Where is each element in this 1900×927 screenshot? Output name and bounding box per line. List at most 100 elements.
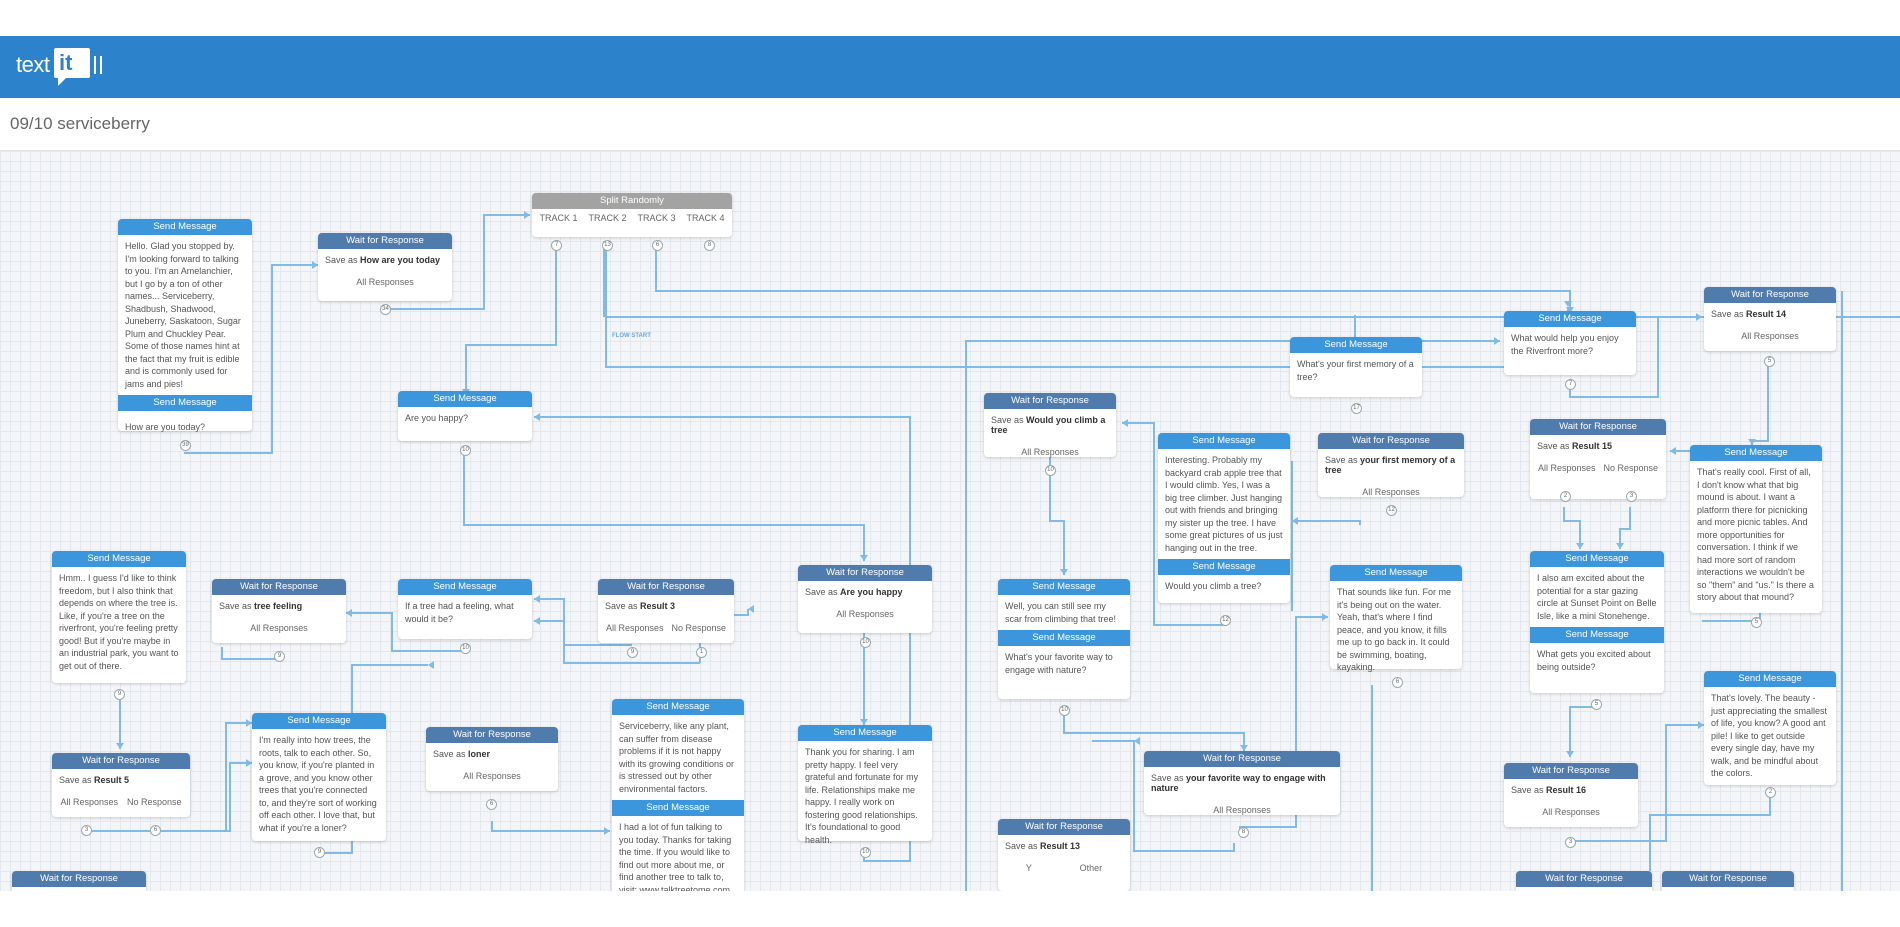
result-name: Result 5 [94,775,130,785]
category-no-response[interactable]: No Response [1603,463,1658,473]
category-all-responses[interactable]: All Responses [1741,331,1799,341]
wait-for-response-node[interactable]: Wait for Response Save as your favorite … [1144,751,1340,815]
send-message-node[interactable]: Send Message If a tree had a feeling, wh… [398,579,532,639]
node-header: Wait for Response [1530,419,1666,435]
send-message-node[interactable]: Send Message Thank you for sharing. I am… [798,725,932,845]
message-text: Hello. Glad you stopped by. I'm looking … [125,241,241,389]
send-message-node[interactable]: Send Message That sounds like fun. For m… [1330,565,1462,672]
result-name: How are you today [360,255,441,265]
exit-count: 6 [1392,677,1403,688]
message-text: What's your first memory of a tree? [1297,359,1414,382]
node-header: Wait for Response [212,579,346,595]
send-message-node[interactable]: Send Message I also am excited about the… [1530,551,1664,693]
save-as-label: Save as Result 15 [1530,435,1666,455]
track-1-exit[interactable]: TRACK 1 [539,213,578,223]
node-header: Wait for Response [318,233,452,249]
split-randomly-node[interactable]: Split Randomly TRACK 1 TRACK 2 TRACK 3 T… [532,193,732,237]
save-prefix: Save as [1537,441,1570,451]
send-message-node[interactable]: Send Message Well, you can still see my … [998,579,1130,699]
node-header: Wait for Response [52,753,190,769]
wait-for-response-node[interactable]: Wait for Response Save as tree feeling A… [212,579,346,643]
wait-for-response-node[interactable]: Wait for Response Save as Result 15 All … [1530,419,1666,499]
category-y[interactable]: Y [1025,863,1032,873]
save-prefix: Save as [219,601,252,611]
category-all-responses[interactable]: All Responses [356,277,414,287]
node-header: Wait for Response [1318,433,1464,449]
wait-for-response-node[interactable]: Wait for Response [1662,871,1794,891]
category-all-responses[interactable]: All Responses [1021,447,1079,457]
category-all-responses[interactable]: All Responses [1213,805,1271,815]
wait-for-response-node[interactable]: Wait for Response Save as How are you to… [318,233,452,301]
exit-count: 5 [1764,356,1775,367]
node-header: Send Message [1330,565,1462,581]
node-header: Send Message [998,579,1130,595]
node-header: Wait for Response [1704,287,1836,303]
result-name: your favorite way to engage with nature [1151,773,1326,793]
exit-count: 12 [1220,615,1231,626]
save-as-label: Save as Result 16 [1504,779,1638,799]
category-no-response[interactable]: No Response [671,623,726,633]
category-all-responses[interactable]: All Responses [463,771,521,781]
wait-for-response-node[interactable]: Wait for Response [1516,871,1652,891]
flow-canvas[interactable]: FLOW START Split Randomly TRACK 1 TRACK … [0,151,1900,891]
wait-for-response-node[interactable]: Wait for Response Save as Are you happy … [798,565,932,633]
track-4-exit[interactable]: TRACK 4 [686,213,725,223]
exit-count: 7 [1565,379,1576,390]
node-header: Send Message [1704,671,1836,687]
send-message-node[interactable]: Send Message That's really cool. First o… [1690,445,1822,613]
save-as-label: Save as How are you today [318,249,452,269]
wait-for-response-node[interactable]: Wait for Response Save as loner All Resp… [426,727,558,791]
logo-tail [58,76,68,86]
category-other[interactable]: Other [1079,863,1103,873]
wait-for-response-node[interactable]: Wait for Response [12,871,146,891]
exit-count: 2 [1560,491,1571,502]
send-message-node[interactable]: Send Message That's lovely. The beauty -… [1704,671,1836,785]
app-header: text it [0,36,1900,98]
wait-for-response-node[interactable]: Wait for Response Save as Result 5 All R… [52,753,190,817]
category-all-responses[interactable]: All Responses [250,623,308,633]
result-name: Result 14 [1746,309,1787,319]
track-2-exit[interactable]: TRACK 2 [588,213,627,223]
wait-for-response-node[interactable]: Wait for Response Save as your first mem… [1318,433,1464,497]
save-prefix: Save as [605,601,638,611]
send-message-node[interactable]: Send Message What would help you enjoy t… [1504,311,1636,375]
save-as-label: Save as Result 3 [598,595,734,615]
wait-for-response-node[interactable]: Wait for Response Save as Result 16 All … [1504,763,1638,827]
node-header: Send Message [998,630,1130,646]
send-message-node[interactable]: Send Message Hello. Glad you stopped by.… [118,219,252,432]
node-header: Send Message [1158,433,1290,449]
wait-for-response-node[interactable]: Wait for Response Save as Result 3 All R… [598,579,734,643]
exit-count: 7 [551,240,562,251]
track-3-exit[interactable]: TRACK 3 [637,213,676,223]
message-text: Are you happy? [405,413,469,423]
category-all-responses[interactable]: All Responses [1542,807,1600,817]
exit-count: 39 [180,440,191,451]
send-message-node[interactable]: Send Message Are you happy? [398,391,532,441]
wait-for-response-node[interactable]: Wait for Response Save as Result 14 All … [1704,287,1836,351]
message-text: That's really cool. First of all, I don'… [1697,467,1814,602]
category-all-responses[interactable]: All Responses [60,797,118,807]
exit-count: 9 [627,647,638,658]
wait-for-response-node[interactable]: Wait for Response Save as Would you clim… [984,393,1116,457]
send-message-node[interactable]: Send Message What's your first memory of… [1290,337,1422,397]
send-message-node[interactable]: Send Message Hmm.. I guess I'd like to t… [52,551,186,683]
exit-count: 10 [1045,465,1056,476]
textit-logo[interactable]: text it [16,44,106,86]
save-prefix: Save as [1325,455,1358,465]
message-text: Well, you can still see my scar from cli… [1005,601,1117,624]
exit-count: 3 [1565,837,1576,848]
message-text: That sounds like fun. For me it's being … [1337,587,1452,672]
flow-title[interactable]: 09/10 serviceberry [10,114,150,133]
category-all-responses[interactable]: All Responses [605,623,664,633]
flow-start-label: FLOW START [612,333,651,339]
send-message-node[interactable]: Send Message I'm really into how trees, … [252,713,386,841]
category-all-responses[interactable]: All Responses [1362,487,1420,497]
category-all-responses[interactable]: All Responses [836,609,894,619]
category-no-response[interactable]: No Response [126,797,182,807]
category-all-responses[interactable]: All Responses [1537,463,1596,473]
exit-count: 10 [860,847,871,858]
send-message-node[interactable]: Send Message Serviceberry, like any plan… [612,699,744,891]
send-message-node[interactable]: Send Message Interesting. Probably my ba… [1158,433,1290,603]
save-prefix: Save as [805,587,838,597]
